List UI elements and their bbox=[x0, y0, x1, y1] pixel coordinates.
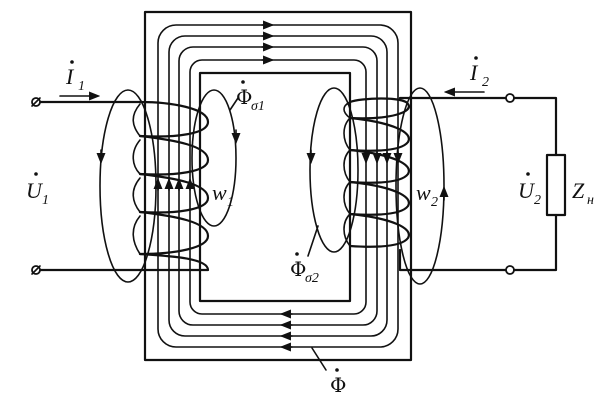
svg-text:н: н bbox=[587, 193, 594, 208]
svg-text:w: w bbox=[212, 180, 227, 205]
primary-terminals bbox=[31, 97, 41, 275]
svg-text:I: I bbox=[65, 64, 75, 89]
load-impedance bbox=[545, 153, 567, 217]
svg-text:Φ: Φ bbox=[236, 85, 252, 109]
svg-text:I: I bbox=[469, 60, 479, 85]
svg-text:2: 2 bbox=[482, 75, 489, 90]
label-w2: w 2 bbox=[416, 180, 438, 210]
svg-text:Φ: Φ bbox=[330, 373, 346, 397]
leakage-flux-loop-s1 bbox=[96, 89, 241, 283]
svg-text:2: 2 bbox=[431, 195, 438, 210]
svg-text:1: 1 bbox=[78, 79, 85, 94]
leakage-flux-loop-s2 bbox=[306, 87, 449, 285]
svg-text:U: U bbox=[518, 178, 536, 203]
secondary-winding bbox=[343, 96, 512, 272]
current-arrows bbox=[59, 87, 485, 101]
label-w1: w 1 bbox=[212, 180, 234, 210]
svg-text:σ2: σ2 bbox=[305, 271, 319, 286]
svg-text:w: w bbox=[416, 180, 431, 205]
secondary-circuit bbox=[505, 93, 567, 275]
svg-text:Z: Z bbox=[572, 178, 585, 203]
label-i2: I 2 bbox=[469, 56, 489, 90]
svg-text:Φ: Φ bbox=[290, 257, 306, 281]
svg-text:2: 2 bbox=[534, 193, 541, 208]
label-phi-s1: Φ σ1 bbox=[236, 80, 265, 114]
label-phi: Φ bbox=[330, 368, 346, 397]
svg-text:σ1: σ1 bbox=[251, 99, 265, 114]
label-u1: U 1 bbox=[26, 172, 49, 208]
label-i1: I 1 bbox=[65, 60, 85, 94]
main-flux-pointer bbox=[311, 347, 327, 371]
svg-text:1: 1 bbox=[227, 195, 234, 210]
label-u2: U 2 bbox=[518, 172, 541, 208]
label-phi-s2: Φ σ2 bbox=[290, 252, 319, 286]
svg-text:U: U bbox=[26, 178, 44, 203]
label-zn: Z н bbox=[572, 178, 594, 208]
svg-text:1: 1 bbox=[42, 193, 49, 208]
primary-winding bbox=[34, 100, 210, 272]
transformer-core bbox=[143, 10, 413, 362]
